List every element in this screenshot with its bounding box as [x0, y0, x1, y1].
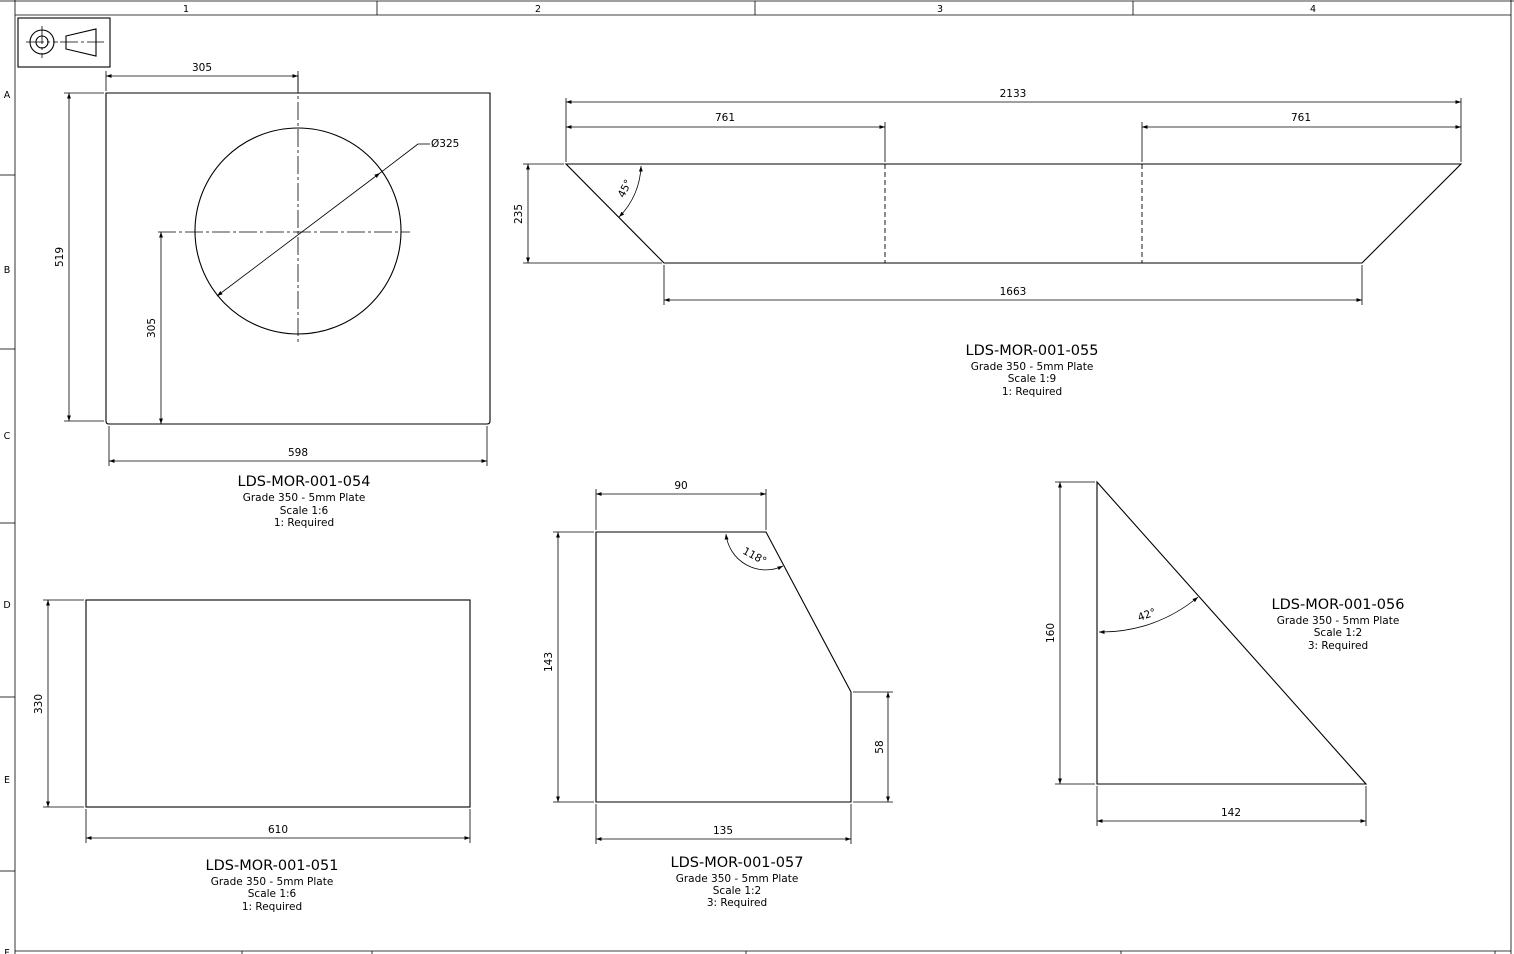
- part-054-qty: 1: Required: [274, 517, 334, 529]
- part-055-scale: Scale 1:9: [1008, 373, 1057, 385]
- dim-056-angle: 42°: [1136, 606, 1158, 624]
- part-055-qty: 1: Required: [1002, 386, 1062, 398]
- part-057-qty: 3: Required: [707, 897, 767, 909]
- dim-054-top: 305: [192, 62, 212, 74]
- part-055-material: Grade 350 - 5mm Plate: [971, 361, 1094, 373]
- zone-row-labels: A B C D E F: [3, 90, 10, 954]
- part-054-view: 305 519 305 598 Ø325: [54, 62, 491, 466]
- dim-051-height: 330: [33, 694, 45, 714]
- dim-051-width: 610: [268, 824, 288, 836]
- part-055-view: 2133 761 761 235 1663 45°: [513, 88, 1463, 305]
- part-051-number: LDS-MOR-001-051: [206, 858, 339, 874]
- zone-row-a: A: [4, 90, 11, 101]
- dim-057-height: 143: [543, 652, 555, 672]
- dim-056-bottom: 142: [1221, 807, 1241, 819]
- part-057-scale: Scale 1:2: [713, 885, 762, 897]
- dim-057-right: 58: [874, 740, 886, 753]
- part-056-material: Grade 350 - 5mm Plate: [1277, 615, 1400, 627]
- dim-057-bottom: 135: [713, 825, 733, 837]
- zone-col-4: 4: [1310, 4, 1316, 15]
- part-051-scale: Scale 1:6: [248, 888, 297, 900]
- part-056-title-block: LDS-MOR-001-056 Grade 350 - 5mm Plate Sc…: [1272, 597, 1405, 652]
- part-054-scale: Scale 1:6: [280, 505, 329, 517]
- zone-row-f: F: [4, 948, 9, 954]
- part-051-qty: 1: Required: [242, 901, 302, 913]
- part-055-title-block: LDS-MOR-001-055 Grade 350 - 5mm Plate Sc…: [966, 343, 1099, 398]
- dim-055-bottom: 1663: [1000, 286, 1027, 298]
- zone-col-2: 2: [535, 4, 541, 15]
- dim-056-height: 160: [1045, 623, 1057, 643]
- dim-054-diameter: Ø325: [431, 138, 459, 150]
- zone-row-c: C: [4, 431, 11, 442]
- zone-col-3: 3: [937, 4, 943, 15]
- dim-055-overall: 2133: [1000, 88, 1027, 100]
- dim-054-width: 598: [288, 447, 308, 459]
- part-056-qty: 3: Required: [1308, 640, 1368, 652]
- part-054-number: LDS-MOR-001-054: [238, 474, 371, 490]
- dim-057-top: 90: [674, 480, 687, 492]
- dim-055-right-bend: 761: [1291, 112, 1311, 124]
- zone-column-labels: 1 2 3 4: [183, 4, 1316, 15]
- dim-055-left-bend: 761: [715, 112, 735, 124]
- part-056-scale: Scale 1:2: [1314, 627, 1363, 639]
- zone-row-d: D: [3, 600, 10, 611]
- zone-row-b: B: [4, 265, 11, 276]
- part-056-number: LDS-MOR-001-056: [1272, 597, 1405, 613]
- part-051-material: Grade 350 - 5mm Plate: [211, 876, 334, 888]
- dim-054-height: 519: [54, 247, 66, 267]
- part-056-view: 160 142 42°: [1045, 480, 1368, 826]
- dim-054-hole-y: 305: [146, 318, 158, 338]
- part-057-material: Grade 350 - 5mm Plate: [676, 873, 799, 885]
- part-051-title-block: LDS-MOR-001-051 Grade 350 - 5mm Plate Sc…: [206, 858, 339, 913]
- part-054-material: Grade 350 - 5mm Plate: [243, 492, 366, 504]
- part-051-view: 330 610: [33, 599, 471, 843]
- third-angle-projection-icon: [17, 17, 111, 68]
- zone-row-e: E: [4, 775, 10, 786]
- part-055-number: LDS-MOR-001-055: [966, 343, 1099, 359]
- zone-col-1: 1: [183, 4, 189, 15]
- dim-055-angle: 45°: [616, 178, 635, 200]
- part-057-number: LDS-MOR-001-057: [671, 855, 804, 871]
- part-057-view: 90 143 58 135 118°: [543, 480, 893, 844]
- part-054-title-block: LDS-MOR-001-054 Grade 350 - 5mm Plate Sc…: [238, 474, 371, 529]
- part-057-title-block: LDS-MOR-001-057 Grade 350 - 5mm Plate Sc…: [671, 855, 804, 909]
- dim-055-height: 235: [513, 204, 525, 224]
